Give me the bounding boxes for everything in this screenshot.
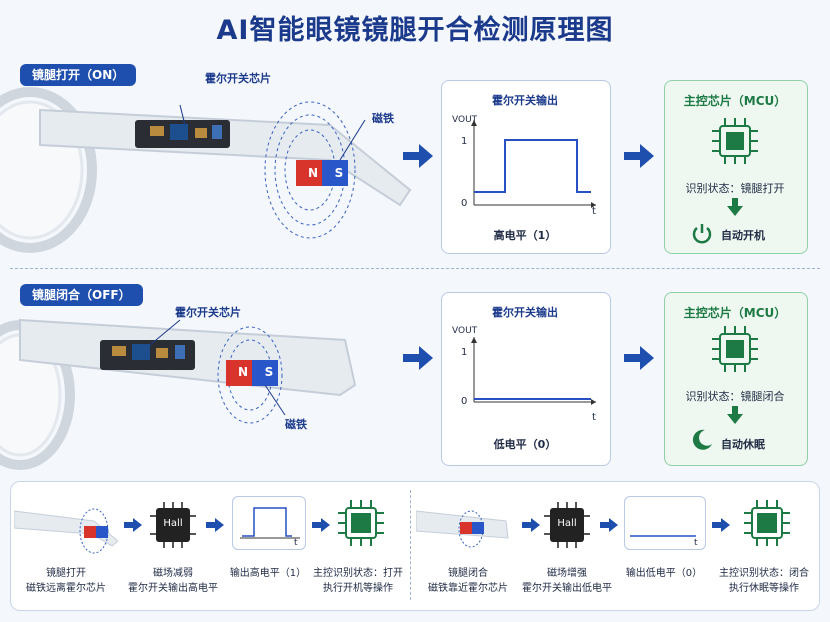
mini-glasses-closed <box>416 510 509 548</box>
lens-frame <box>0 87 97 253</box>
magnet-label: 磁铁 <box>372 112 394 125</box>
arrow-right-icon <box>403 144 433 168</box>
signal-plot-low <box>471 337 596 405</box>
section-divider <box>10 268 820 269</box>
signal-caption: 低电平（0） <box>493 438 557 451</box>
arrow-right-icon <box>522 518 540 532</box>
hall-chip-icon <box>544 502 590 548</box>
step4-caption: 主控识别状态：闭合 <box>719 568 809 579</box>
hall-chip-label: 霍尔开关芯片 <box>205 72 271 85</box>
mcu-chip-icon <box>338 500 384 546</box>
mcu-action: 自动开机 <box>721 229 765 242</box>
moon-icon <box>692 429 712 450</box>
vout-label: VOUT <box>452 115 478 125</box>
mcu-box-on <box>664 80 808 254</box>
magnet-s-label: S <box>334 166 344 180</box>
hall-chip-text: Hall <box>163 518 183 529</box>
arrow-right-icon <box>624 144 654 168</box>
arrow-right-icon <box>403 346 433 370</box>
signal-title: 霍尔开关输出 <box>492 94 558 107</box>
tick-0: 0 <box>461 396 468 407</box>
arrow-right-icon <box>312 518 330 532</box>
glasses-closed-illustration <box>0 318 357 470</box>
signal-caption: 高电平（1） <box>493 229 557 242</box>
magnet-s-block <box>322 160 348 186</box>
mcu-status: 识别状态：镜腿闭合 <box>685 390 785 403</box>
mini-signal-high <box>240 507 300 539</box>
arrow-down-icon <box>727 198 743 216</box>
step3-caption: 输出低电平（0） <box>625 568 703 579</box>
hall-chip-icon <box>150 502 196 548</box>
step4-caption: 主控识别状态：打开 <box>313 568 403 579</box>
signal-title: 霍尔开关输出 <box>492 306 558 319</box>
mcu-title: 主控芯片（MCU） <box>683 94 787 108</box>
signal-plot-high <box>471 120 596 208</box>
magnet-n-block <box>296 160 322 186</box>
mcu-box-off <box>664 292 808 466</box>
state-label-on: 镜腿打开（ON） <box>20 64 137 86</box>
hall-chip-text: Hall <box>557 518 577 529</box>
step2-subcaption: 霍尔开关输出高电平 <box>128 583 218 594</box>
state-label-off: 镜腿闭合（OFF） <box>20 284 143 306</box>
arrow-right-icon <box>600 518 618 532</box>
tick-0: 0 <box>461 198 468 209</box>
tick-1: 1 <box>461 136 468 147</box>
mcu-title: 主控芯片（MCU） <box>683 306 787 320</box>
t-label: t <box>592 412 596 423</box>
step4-subcaption: 执行开机等操作 <box>323 583 393 594</box>
magnet-n-label: N <box>307 166 319 180</box>
mini-signal-low <box>630 535 696 537</box>
step2-caption: 磁场减弱 <box>153 568 193 579</box>
step3-caption: 输出高电平（1） <box>229 568 307 579</box>
vout-label: VOUT <box>452 326 478 336</box>
magnet-n-label: N <box>237 365 249 379</box>
t-label: t <box>694 538 698 548</box>
step2-caption: 磁场增强 <box>547 568 587 579</box>
step4-subcaption: 执行休眠等操作 <box>729 583 799 594</box>
step1-subcaption: 磁铁靠近霍尔芯片 <box>428 583 508 594</box>
page-title: AI智能眼镜镜腿开合检测原理图 <box>216 15 614 46</box>
hall-chip-label: 霍尔开关芯片 <box>175 306 241 319</box>
step2-subcaption: 霍尔开关输出低电平 <box>522 583 612 594</box>
magnet-label: 磁铁 <box>285 418 307 431</box>
arrow-down-icon <box>727 406 743 424</box>
mcu-chip-icon <box>744 500 790 546</box>
chip-icon <box>712 118 758 164</box>
tick-1: 1 <box>461 347 468 358</box>
arrow-right-icon <box>624 346 654 370</box>
t-label: t <box>294 538 298 548</box>
summary-divider <box>410 490 411 600</box>
mini-signal-low-box <box>624 496 706 550</box>
step1-caption: 镜腿打开 <box>46 568 86 579</box>
mini-signal-high-box <box>232 496 306 550</box>
step1-caption: 镜腿闭合 <box>448 568 488 579</box>
arrow-right-icon <box>206 518 224 532</box>
signal-box-high <box>441 80 611 254</box>
magnet-s-label: S <box>264 365 274 379</box>
arrow-right-icon <box>712 518 730 532</box>
step1-subcaption: 磁铁远离霍尔芯片 <box>26 583 106 594</box>
t-label: t <box>592 206 596 217</box>
mini-glasses-open <box>14 508 118 554</box>
signal-box-low <box>441 292 611 466</box>
power-icon <box>692 224 712 244</box>
mcu-action: 自动休眠 <box>721 438 765 451</box>
mcu-status: 识别状态：镜腿打开 <box>685 182 785 195</box>
arrow-right-icon <box>124 518 142 532</box>
temple-arm <box>39 108 412 207</box>
chip-icon <box>712 326 758 372</box>
glasses-open-illustration <box>0 87 412 253</box>
